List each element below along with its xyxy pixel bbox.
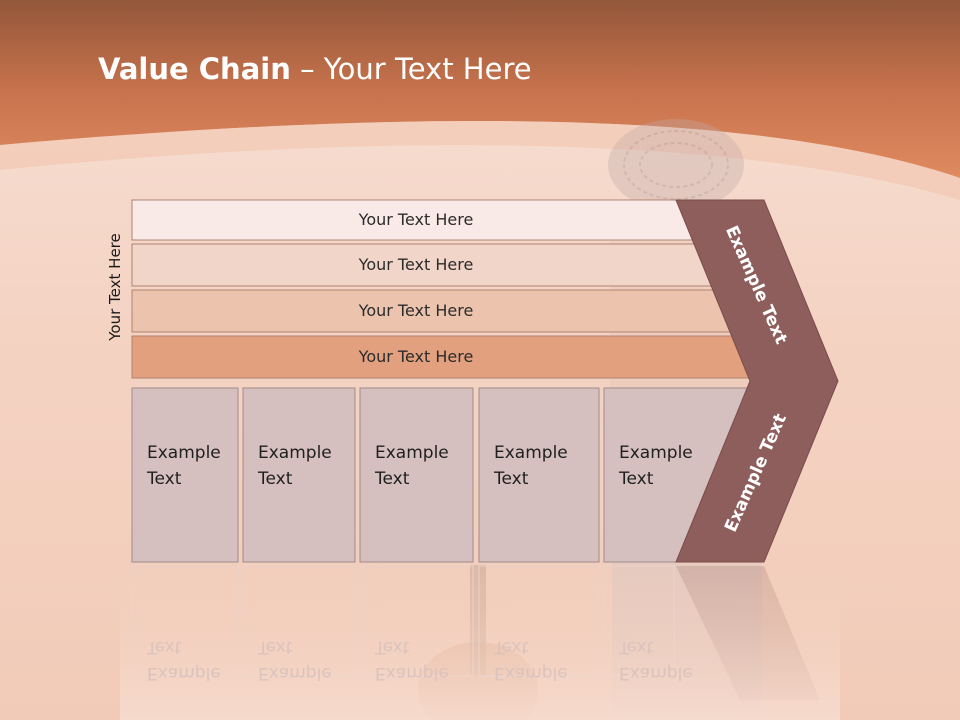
activity-box-label-line2: Text	[619, 469, 654, 489]
activity-box-label-reflection: Example Text	[375, 634, 465, 686]
activity-box-label-line2: Text	[494, 469, 529, 489]
header-band	[0, 0, 960, 178]
activity-box-label-line2: Text	[258, 469, 293, 489]
activity-box-label-line1: Example	[494, 443, 568, 463]
activity-box	[478, 387, 600, 563]
activity-box-label-reflection: Example Text	[147, 634, 237, 686]
slide-title: Value Chain – Your Text Here	[98, 52, 532, 86]
value-bar-label: Your Text Here	[358, 347, 474, 366]
bars-group	[131, 199, 761, 379]
side-label: Your Text Here	[106, 233, 124, 341]
activity-box-label-reflection: Example Text	[258, 634, 348, 686]
reflection-line2: Text	[494, 637, 529, 657]
title-bold: Value Chain	[98, 52, 291, 86]
reflection-line2: Text	[147, 637, 182, 657]
reflection-line1: Example	[375, 663, 449, 683]
reflection-line1: Example	[258, 663, 332, 683]
value-bar-label: Your Text Here	[358, 255, 474, 274]
title-rest: – Your Text Here	[290, 52, 532, 86]
activity-box-label-reflection: Example Text	[494, 634, 584, 686]
activity-box	[242, 387, 356, 563]
activity-box-label-reflection: Example Text	[619, 634, 709, 686]
reflection-line2: Text	[619, 637, 654, 657]
activity-box	[359, 387, 474, 563]
reflection-line2: Text	[258, 637, 293, 657]
reflection-line1: Example	[147, 663, 221, 683]
activity-box	[131, 387, 239, 563]
reflection-line2: Text	[375, 637, 410, 657]
reflection-line1: Example	[494, 663, 568, 683]
header-swoosh	[0, 121, 960, 200]
activity-box-label-line1: Example	[147, 443, 221, 463]
activity-box-label-line1: Example	[375, 443, 449, 463]
boxes-group	[131, 387, 759, 677]
activity-box-label-line1: Example	[258, 443, 332, 463]
activity-box-label-line2: Text	[375, 469, 410, 489]
reflection-line1: Example	[619, 663, 693, 683]
value-bar-label: Your Text Here	[358, 301, 474, 320]
value-chain-chevron	[675, 199, 839, 563]
activity-box-label-line1: Example	[619, 443, 693, 463]
value-bar-label: Your Text Here	[358, 210, 474, 229]
activity-box-label-line2: Text	[147, 469, 182, 489]
